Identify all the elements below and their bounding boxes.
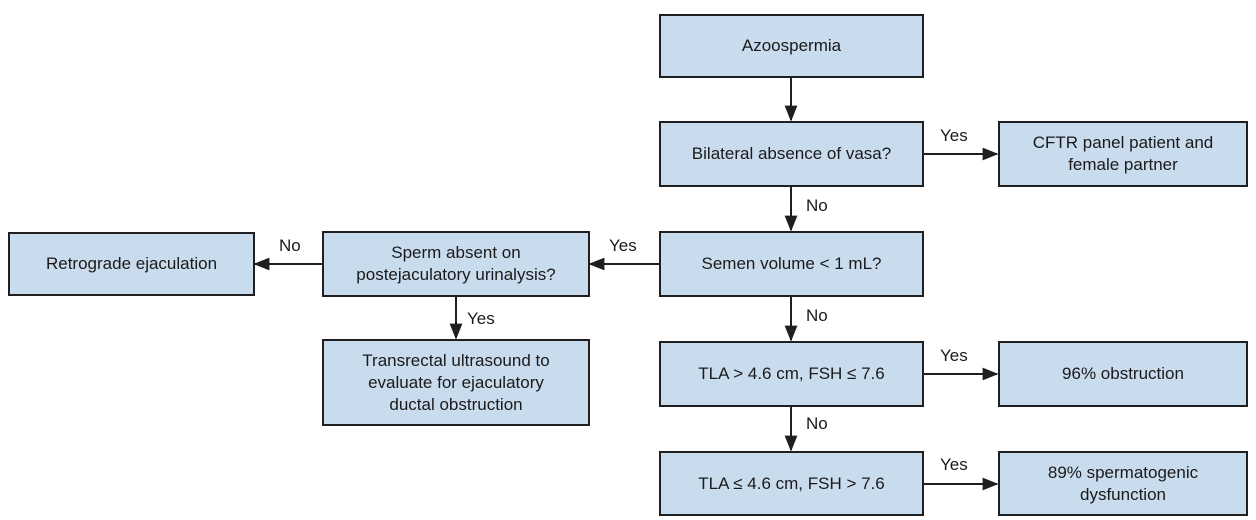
edge-label-tla-high-yes: Yes [940,346,968,365]
node-bilateral-text: Bilateral absence of vasa? [691,144,892,163]
node-bilateral-absence-of-vasa: Bilateral absence of vasa? [659,121,924,187]
node-cftr-text: CFTR panel patient and female partner [1032,133,1214,174]
node-tla-high-text: TLA > 4.6 cm, FSH ≤ 7.6 [698,364,885,383]
node-sperm-absent: Sperm absent on postejaculatory urinalys… [322,231,590,297]
edge-label-bilateral-yes: Yes [940,126,968,145]
edge-label-semen-yes: Yes [609,236,637,255]
node-cftr-panel: CFTR panel patient and female partner [998,121,1248,187]
node-spermatogenic-text: 89% spermatogenic dysfunction [1047,462,1199,504]
node-azoospermia-text: Azoospermia [741,36,842,55]
node-sperm-absent-text: Sperm absent on postejaculatory urinalys… [356,243,556,284]
node-retrograde-text: Retrograde ejaculation [45,254,218,273]
node-tla-low-fsh-high: TLA ≤ 4.6 cm, FSH > 7.6 [659,451,924,516]
edge-label-sperm-absent-yes: Yes [467,309,495,328]
edge-label-tla-low-yes: Yes [940,455,968,474]
node-tla-low-text: TLA ≤ 4.6 cm, FSH > 7.6 [698,473,885,493]
edge-label-semen-no: No [806,306,828,325]
node-azoospermia: Azoospermia [659,14,924,78]
node-semen-text: Semen volume < 1 mL? [701,254,882,273]
node-retrograde-ejaculation: Retrograde ejaculation [8,232,255,296]
node-transrectal-ultrasound: Transrectal ultrasound to evaluate for e… [322,339,590,426]
node-tla-high-fsh-low: TLA > 4.6 cm, FSH ≤ 7.6 [659,341,924,407]
edge-label-bilateral-no: No [806,196,828,215]
edge-label-tla-high-no: No [806,414,828,433]
node-semen-volume: Semen volume < 1 mL? [659,231,924,297]
node-trus-text: Transrectal ultrasound to evaluate for e… [362,350,550,414]
node-96-obstruction: 96% obstruction [998,341,1248,407]
node-89-spermatogenic: 89% spermatogenic dysfunction [998,451,1248,516]
edge-label-sperm-absent-no: No [279,236,301,255]
node-obstruction-text: 96% obstruction [1062,364,1184,383]
